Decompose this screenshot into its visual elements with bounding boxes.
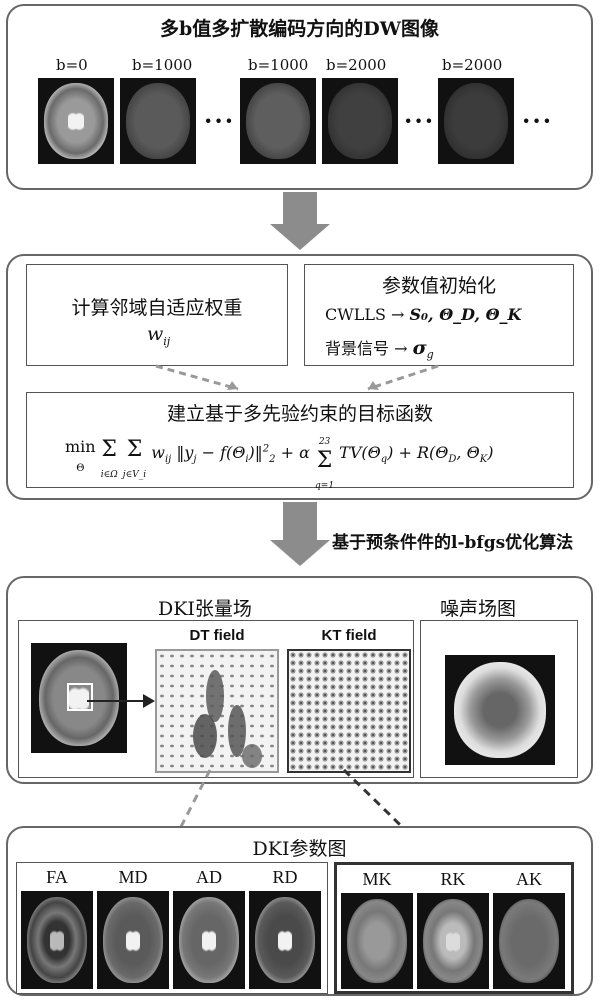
tensor-field-panel: DKI张量场 噪声场图 DT field: [6, 576, 593, 784]
dw-image-b2000-a: [322, 78, 398, 164]
init-line-1: CWLLS → S₀, Θ_D, Θ_K: [325, 305, 522, 324]
dw-image-b1000-a: [120, 78, 196, 164]
ad-map: [173, 891, 245, 989]
weights-title: 计算邻域自适应权重: [71, 297, 243, 319]
dt-field-title: DT field: [189, 627, 245, 644]
flow-arrow-1-shaft: [283, 192, 317, 226]
map-label-rd: RD: [272, 867, 298, 887]
map-label-mk: MK: [362, 869, 392, 889]
dw-image-b0: [38, 78, 114, 164]
mk-map: [341, 893, 413, 989]
dt-glyphs: [157, 651, 277, 771]
map-label-ad: AD: [196, 867, 222, 887]
optimization-setup-panel: 计算邻域自适应权重 wij 参数值初始化 CWLLS → S₀, Θ_D, Θ_…: [6, 254, 593, 500]
map-label-fa: FA: [46, 867, 68, 887]
dw-image-b2000-b: [438, 78, 514, 164]
dki-parameter-panel: DKI参数图 FA MD AD RD MK RK AK: [6, 826, 593, 996]
weights-box: 计算邻域自适应权重 wij: [26, 264, 288, 366]
init-box: 参数值初始化 CWLLS → S₀, Θ_D, Θ_K 背景信号 → σg: [304, 264, 574, 366]
noise-map-box: [420, 620, 578, 778]
b-label-3: b=1000: [248, 56, 309, 74]
ellipsis-2: ···: [404, 106, 436, 135]
objective-box: 建立基于多先验约束的目标函数 min Θ Σ i∈Ω Σ j∈V_i wij ‖…: [26, 392, 574, 491]
objective-title: 建立基于多先验约束的目标函数: [166, 403, 433, 425]
noise-map-image: [445, 655, 555, 765]
dt-field-image: [155, 649, 279, 773]
ellipsis-1: ···: [204, 106, 236, 135]
b-label-5: b=2000: [442, 56, 503, 74]
md-map: [97, 891, 169, 989]
kt-glyphs: [289, 651, 409, 771]
fa-map: [21, 891, 93, 989]
map-label-rk: RK: [440, 869, 466, 889]
b-label-2: b=1000: [132, 56, 193, 74]
flow-arrow-2-head: [270, 540, 330, 566]
ak-map: [493, 893, 565, 989]
flow-arrow-1-head: [270, 224, 330, 250]
source-brain-image: [31, 643, 127, 753]
flow-arrow-2-shaft: [283, 502, 317, 542]
kt-field-image: [287, 649, 411, 773]
noise-title: 噪声场图: [440, 598, 517, 620]
b-label-4: b=2000: [326, 56, 387, 74]
dti-maps-box: FA MD AD RD: [16, 862, 328, 994]
dki-param-title: DKI参数图: [252, 838, 347, 860]
roi-arrow: [87, 694, 155, 708]
dw-image-b1000-b: [240, 78, 316, 164]
tensor-title: DKI张量场: [158, 598, 252, 620]
init-title: 参数值初始化: [381, 275, 496, 297]
ellipsis-3: ···: [522, 106, 554, 135]
rk-map: [417, 893, 489, 989]
map-label-ak: AK: [516, 869, 542, 889]
b-label-1: b=0: [56, 56, 88, 74]
dw-images-title: 多b值多扩散编码方向的DW图像: [159, 18, 440, 40]
objective-formula: min Θ Σ i∈Ω Σ j∈V_i wij ‖yj − f(Θi)‖22 +…: [65, 437, 494, 491]
kt-field-title: KT field: [321, 627, 377, 644]
weights-symbol: wij: [147, 323, 171, 348]
dashed-connectors: [155, 364, 439, 391]
init-line-2: 背景信号 → σg: [325, 337, 434, 362]
roi-box: [67, 683, 93, 711]
optimizer-label: 基于预条件件的l-bfgs优化算法: [332, 533, 574, 553]
map-label-md: MD: [118, 867, 148, 887]
tensor-field-box: DT field KT field: [18, 620, 414, 778]
rd-map: [249, 891, 321, 989]
dw-images-panel: 多b值多扩散编码方向的DW图像 b=0 b=1000 b=1000 b=2000…: [6, 4, 593, 190]
dki-maps-box: MK RK AK: [334, 862, 574, 994]
